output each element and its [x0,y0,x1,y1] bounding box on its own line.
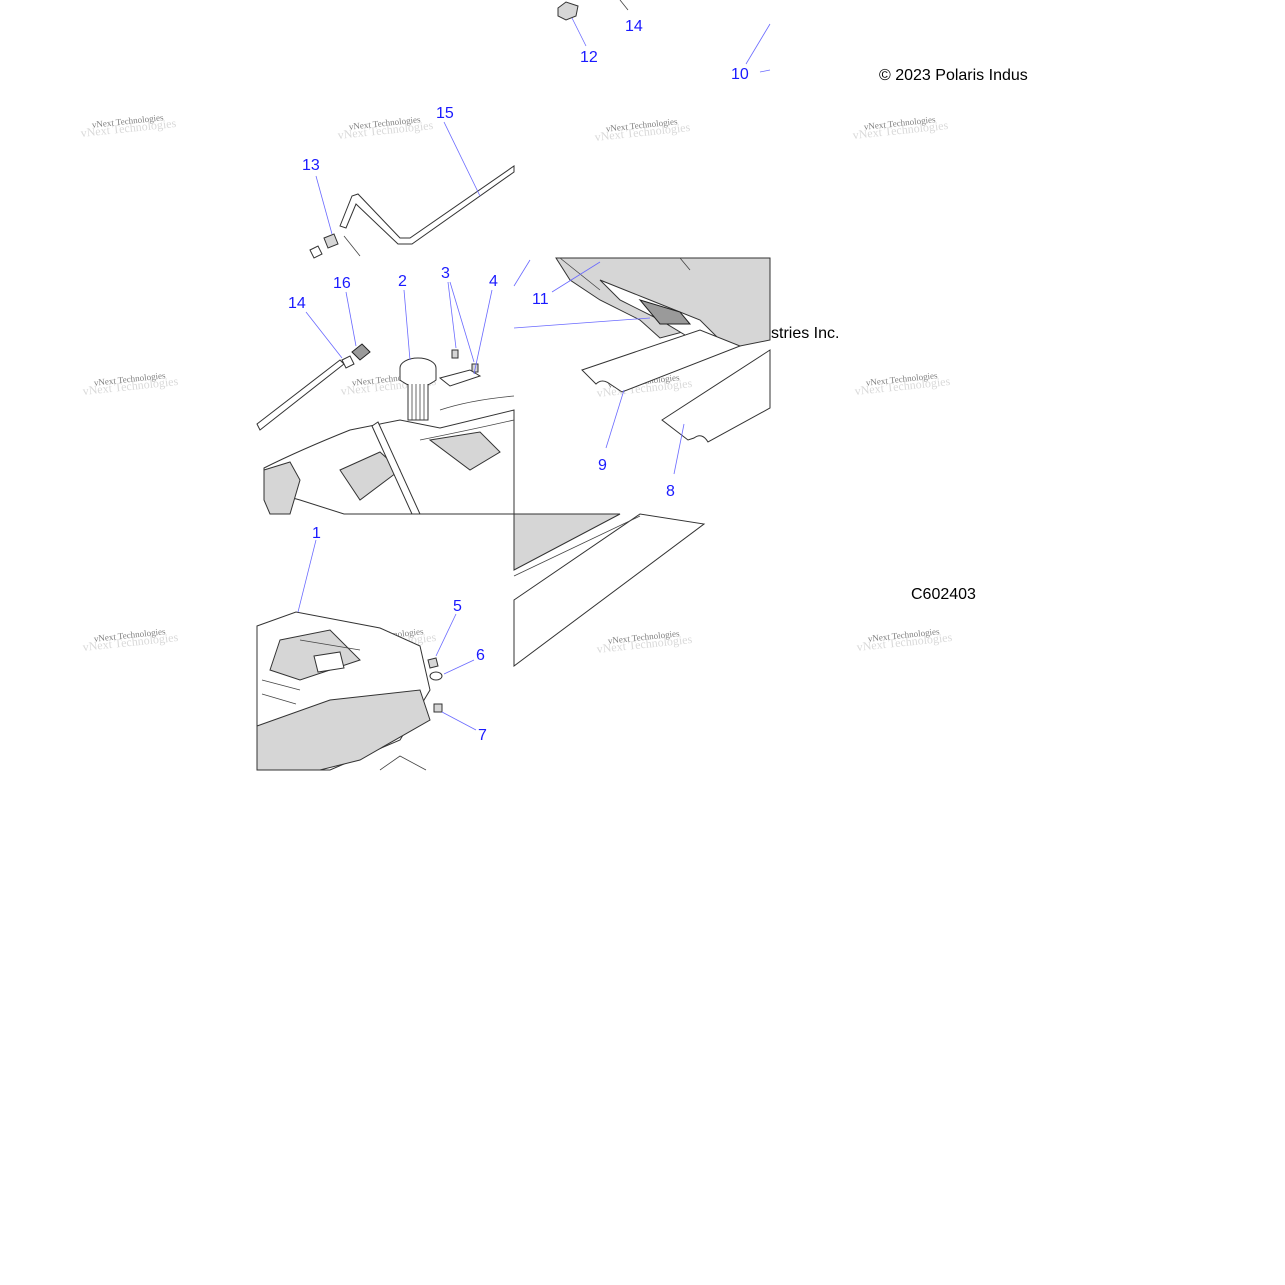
tank-pads [513,257,771,475]
callout-5: 5 [453,598,462,615]
nut-5 [427,657,439,669]
bracket-4 [438,369,482,387]
callout-15: 15 [436,105,454,122]
vent-valve-16 [351,343,371,361]
pad-8 [661,349,771,443]
callout-3: 3 [441,265,450,282]
fuel-tank-upper [256,281,515,515]
figure-code: C602403 [911,586,976,603]
vent-line-14 [256,359,345,431]
callout-1: 1 [312,525,321,542]
vent-hose-assembly [309,121,515,259]
top-fragment [557,0,771,73]
callout-9: 9 [598,457,607,474]
callout-8: 8 [666,483,675,500]
pad-9 [581,329,742,393]
hose-clamp-13 [323,233,339,249]
vent-hose-15 [339,165,515,245]
pad-lower [513,513,706,667]
seat-base-part [555,257,771,351]
callout-13: 13 [302,157,320,174]
callout-11: 11 [532,291,549,308]
callouts: 14 12 10 15 13 2 3 4 16 14 11 9 8 1 5 6 … [288,18,749,744]
annotations: © 2023 Polaris Indus stries Inc. C602403 [771,67,1028,603]
tank-lower [256,513,706,771]
washer-6 [429,671,443,681]
copyright-text-part1: © 2023 Polaris Indus [879,67,1028,84]
screw-3 [451,349,459,359]
callout-14: 14 [288,295,306,312]
callout-14: 14 [625,18,643,35]
callout-6: 6 [476,647,485,664]
callout-12: 12 [580,49,598,66]
copyright-text-part2: stries Inc. [771,325,839,342]
callout-7: 7 [478,727,487,744]
fitting-12-part [557,1,579,21]
callout-4: 4 [489,273,498,290]
callout-2: 2 [398,273,407,290]
callout-10: 10 [731,66,749,83]
callout-16: 16 [333,275,351,292]
bolt-7 [433,703,443,713]
